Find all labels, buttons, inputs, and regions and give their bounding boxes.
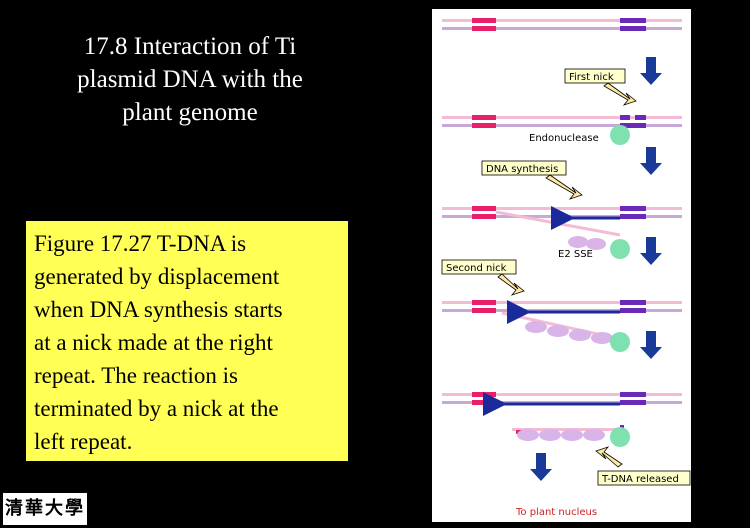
e2-sse-text: E2 SSE xyxy=(558,249,593,260)
caption-line-7: left repeat. xyxy=(34,429,133,454)
plasmid-row-3 xyxy=(442,206,682,237)
released-t-dna xyxy=(512,425,630,447)
caption-line-1: Figure 17.27 T-DNA is xyxy=(34,231,247,256)
caption-line-3: when DNA synthesis starts xyxy=(34,297,283,322)
logo-text: 清華大學 xyxy=(5,498,85,519)
endonuclease-protein xyxy=(610,125,630,145)
title-line-1: 17.8 Interaction of Ti xyxy=(83,33,297,60)
caption-line-4: at a nick made at the right xyxy=(34,330,273,355)
t-dna-released-label: T-DNA released xyxy=(595,446,691,486)
down-arrow-icon xyxy=(640,57,662,85)
university-logo: 清華大學 xyxy=(3,493,87,525)
to-plant-nucleus-text: To plant nucleus xyxy=(515,507,597,518)
plasmid-row-4 xyxy=(442,300,682,352)
plasmid-row-2 xyxy=(442,115,682,128)
second-nick-label: Second nick xyxy=(441,259,525,296)
down-arrow-icon xyxy=(640,147,662,175)
dna-synthesis-label: DNA synthesis xyxy=(481,160,583,200)
endonuclease-text: Endonuclease xyxy=(529,133,599,144)
caption-line-6: terminated by a nick at the xyxy=(34,396,279,421)
e2-sse-proteins xyxy=(568,236,630,259)
down-arrow-icon xyxy=(640,331,662,359)
caption-line-2: generated by displacement xyxy=(34,264,280,289)
figure-caption: Figure 17.27 T-DNA is generated by displ… xyxy=(34,227,340,458)
down-arrow-icon xyxy=(530,453,552,481)
first-nick-text: First nick xyxy=(569,72,614,83)
plasmid-row-5 xyxy=(442,392,682,416)
callout-arrow-icon xyxy=(497,273,525,296)
callout-arrow-icon xyxy=(603,82,637,106)
caption-line-5: repeat. The reaction is xyxy=(34,363,238,388)
dna-synthesis-text: DNA synthesis xyxy=(486,164,558,175)
caption-box: Figure 17.27 T-DNA is generated by displ… xyxy=(26,221,348,461)
callout-arrow-icon xyxy=(595,446,623,468)
first-nick-label: First nick xyxy=(564,68,637,106)
t-dna-diagram: First nick Endonuclease DNA synthesis xyxy=(432,9,691,522)
plasmid-row-1 xyxy=(442,18,682,31)
t-dna-released-text: T-DNA released xyxy=(601,474,679,485)
second-nick-text: Second nick xyxy=(446,263,507,274)
title-line-3: plant genome xyxy=(122,99,258,126)
title-line-2: plasmid DNA with the xyxy=(77,66,303,93)
down-arrow-icon xyxy=(640,237,662,265)
slide-title: 17.8 Interaction of Ti plasmid DNA with … xyxy=(20,30,360,129)
callout-arrow-icon xyxy=(545,174,583,200)
